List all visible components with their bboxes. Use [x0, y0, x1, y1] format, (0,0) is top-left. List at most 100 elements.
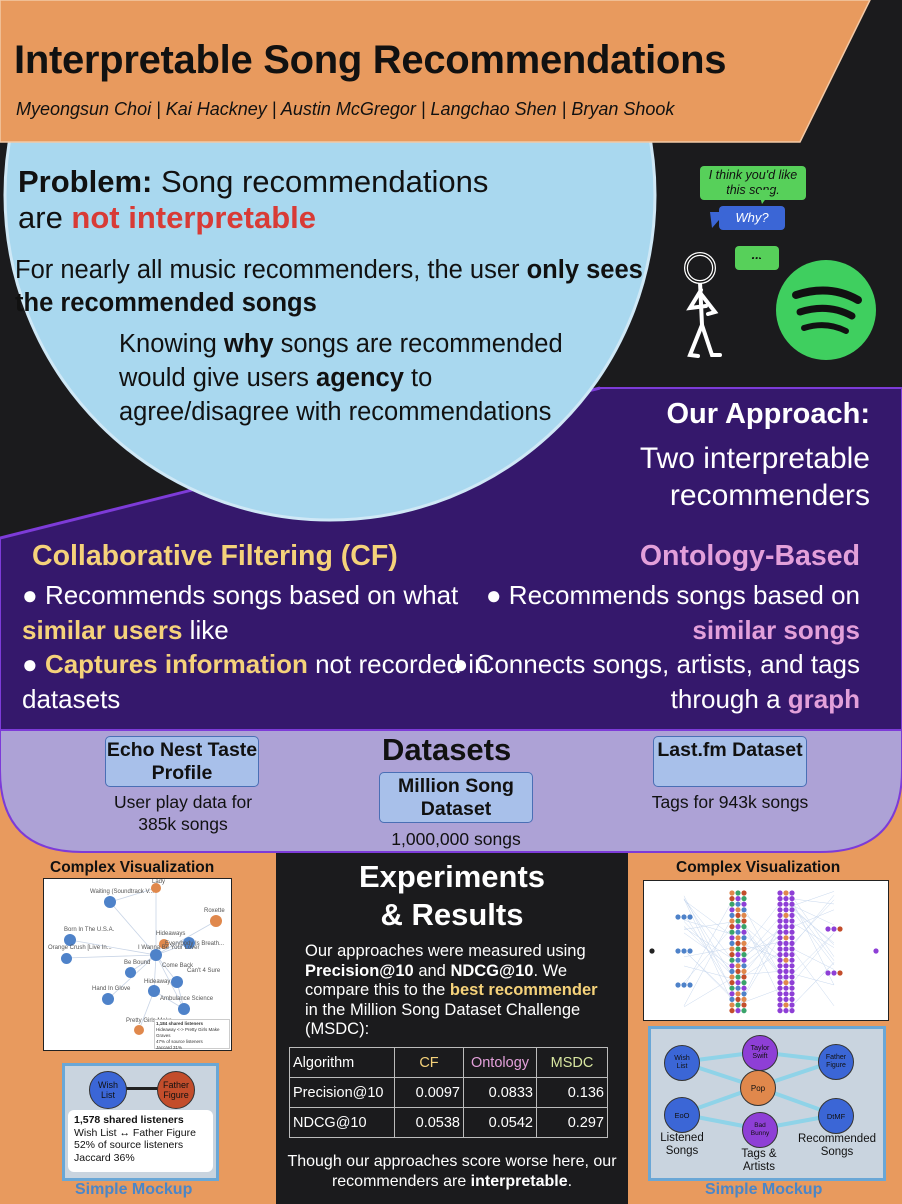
graph-node[interactable]	[729, 974, 734, 979]
graph-node[interactable]	[741, 924, 746, 929]
graph-node[interactable]	[789, 952, 794, 957]
graph-node[interactable]	[783, 980, 788, 985]
graph-node[interactable]	[831, 970, 836, 975]
graph-node[interactable]	[783, 963, 788, 968]
graph-node[interactable]	[687, 948, 692, 953]
graph-node[interactable]	[741, 958, 746, 963]
graph-node[interactable]	[735, 913, 740, 918]
graph-node[interactable]	[789, 902, 794, 907]
graph-node[interactable]	[735, 974, 740, 979]
graph-node[interactable]	[729, 930, 734, 935]
graph-node[interactable]	[783, 986, 788, 991]
graph-node[interactable]	[783, 1008, 788, 1013]
graph-node[interactable]	[148, 985, 160, 997]
graph-node[interactable]	[777, 986, 782, 991]
graph-node[interactable]	[777, 918, 782, 923]
graph-node[interactable]	[675, 982, 680, 987]
graph-node[interactable]	[735, 969, 740, 974]
graph-node[interactable]	[789, 946, 794, 951]
graph-node[interactable]	[777, 913, 782, 918]
graph-node[interactable]	[735, 941, 740, 946]
graph-node[interactable]	[777, 896, 782, 901]
graph-node[interactable]	[649, 948, 654, 953]
graph-node[interactable]	[777, 930, 782, 935]
graph-node[interactable]	[735, 935, 740, 940]
graph-node[interactable]	[777, 958, 782, 963]
graph-node[interactable]	[729, 1008, 734, 1013]
graph-node[interactable]	[741, 896, 746, 901]
graph-node[interactable]	[741, 890, 746, 895]
graph-node[interactable]	[102, 993, 114, 1005]
graph-node[interactable]	[741, 986, 746, 991]
graph-node[interactable]	[735, 1002, 740, 1007]
graph-node[interactable]	[729, 890, 734, 895]
graph-node[interactable]	[681, 914, 686, 919]
graph-node[interactable]	[783, 958, 788, 963]
graph-node[interactable]	[783, 890, 788, 895]
graph-node[interactable]	[777, 997, 782, 1002]
graph-node[interactable]	[741, 1002, 746, 1007]
graph-node[interactable]	[777, 924, 782, 929]
graph-node[interactable]	[104, 896, 116, 908]
graph-node[interactable]	[741, 913, 746, 918]
graph-node[interactable]	[735, 958, 740, 963]
graph-node[interactable]	[741, 963, 746, 968]
graph-node[interactable]	[789, 918, 794, 923]
graph-node[interactable]	[735, 980, 740, 985]
graph-node[interactable]	[777, 991, 782, 996]
graph-node[interactable]	[735, 991, 740, 996]
graph-node[interactable]	[741, 997, 746, 1002]
graph-node[interactable]	[789, 974, 794, 979]
graph-node[interactable]	[783, 1002, 788, 1007]
graph-node[interactable]	[735, 963, 740, 968]
graph-node[interactable]	[729, 935, 734, 940]
mockup-node-eoo[interactable]: EoO	[664, 1097, 700, 1133]
graph-node[interactable]	[729, 896, 734, 901]
graph-node[interactable]	[134, 1025, 144, 1035]
graph-node[interactable]	[789, 991, 794, 996]
graph-node[interactable]	[789, 980, 794, 985]
graph-node[interactable]	[729, 946, 734, 951]
graph-node[interactable]	[783, 969, 788, 974]
graph-node[interactable]	[729, 913, 734, 918]
graph-node[interactable]	[741, 952, 746, 957]
graph-node[interactable]	[729, 986, 734, 991]
graph-node[interactable]	[783, 997, 788, 1002]
graph-node[interactable]	[777, 969, 782, 974]
mockup-node-dtmf[interactable]: DtMF	[818, 1098, 854, 1134]
graph-node[interactable]	[783, 896, 788, 901]
graph-node[interactable]	[735, 896, 740, 901]
graph-node[interactable]	[783, 935, 788, 940]
graph-node[interactable]	[741, 946, 746, 951]
graph-node[interactable]	[735, 1008, 740, 1013]
graph-node[interactable]	[789, 958, 794, 963]
graph-node[interactable]	[783, 907, 788, 912]
mockup-node-father-figure[interactable]: Father Figure	[818, 1044, 854, 1080]
graph-node[interactable]	[171, 976, 183, 988]
graph-node[interactable]	[777, 941, 782, 946]
graph-node[interactable]	[783, 924, 788, 929]
graph-node[interactable]	[735, 930, 740, 935]
graph-node[interactable]	[831, 926, 836, 931]
graph-node[interactable]	[729, 924, 734, 929]
mockup-node-wish-list[interactable]: Wish List	[89, 1071, 127, 1109]
graph-node[interactable]	[789, 1008, 794, 1013]
graph-node[interactable]	[729, 902, 734, 907]
graph-node[interactable]	[735, 997, 740, 1002]
graph-node[interactable]	[735, 918, 740, 923]
graph-node[interactable]	[735, 946, 740, 951]
mockup-node-taylor-swift[interactable]: Taylor Swift	[742, 1035, 778, 1071]
graph-node[interactable]	[777, 902, 782, 907]
graph-node[interactable]	[783, 952, 788, 957]
graph-node[interactable]	[687, 982, 692, 987]
graph-node[interactable]	[741, 941, 746, 946]
graph-node[interactable]	[729, 907, 734, 912]
graph-node[interactable]	[741, 907, 746, 912]
graph-node[interactable]	[777, 980, 782, 985]
graph-node[interactable]	[729, 918, 734, 923]
graph-node[interactable]	[741, 1008, 746, 1013]
graph-node[interactable]	[729, 969, 734, 974]
graph-node[interactable]	[729, 958, 734, 963]
mockup-node-bad-bunny[interactable]: Bad Bunny	[742, 1112, 778, 1148]
graph-node[interactable]	[789, 997, 794, 1002]
